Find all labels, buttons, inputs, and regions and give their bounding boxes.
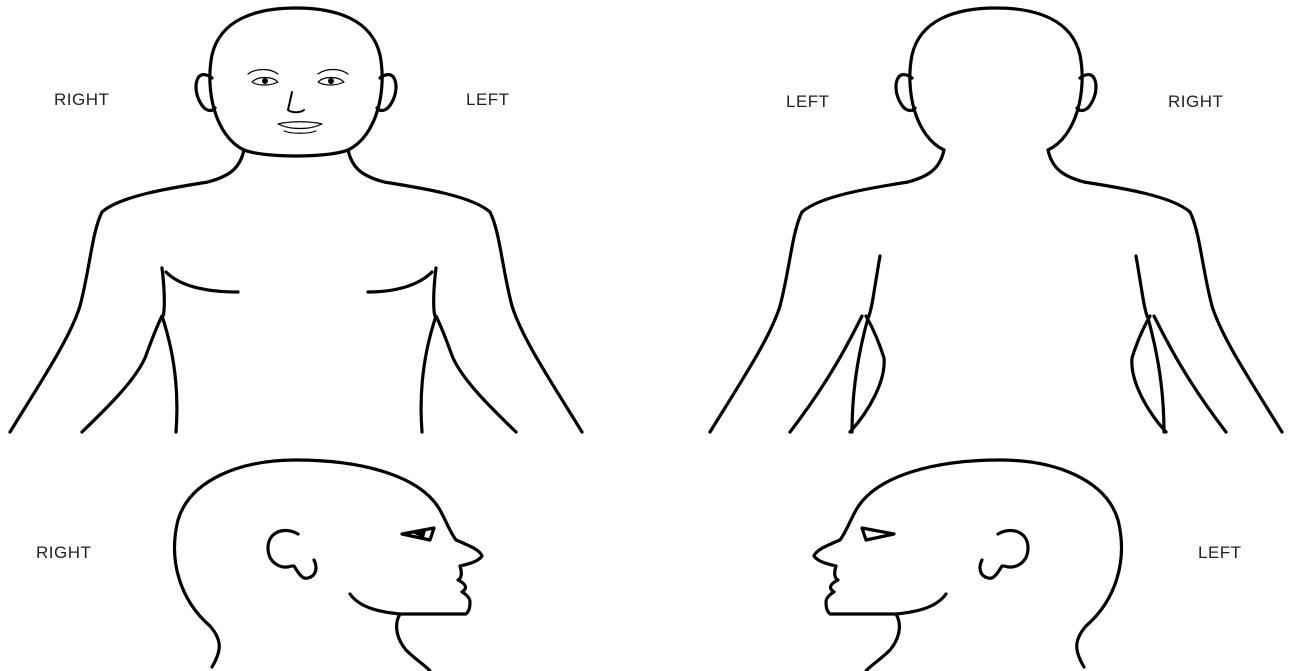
back-view: LEFT RIGHT [710,8,1282,432]
left-profile-jaw [896,594,946,614]
left-profile-view: LEFT [814,460,1242,671]
right-profile-ear [268,530,316,578]
front-label-right: RIGHT [54,90,109,109]
back-body-outline-right [1048,150,1282,432]
back-right-side [1136,256,1164,432]
left-profile-label: LEFT [1198,543,1242,562]
left-profile-eye [862,528,894,540]
front-left-pupil [328,78,334,84]
front-right-inner-arm [82,316,162,432]
back-head-outline [910,8,1082,150]
front-label-left: LEFT [466,90,510,109]
front-view: RIGHT LEFT [10,8,582,432]
front-nose [288,92,304,112]
front-right-brow [248,70,278,75]
right-profile-label: RIGHT [36,543,91,562]
left-profile-head-outline [814,460,1121,671]
front-mouth [278,122,322,134]
right-profile-head-outline [175,460,482,671]
back-left-side [852,256,880,432]
front-left-chest [368,272,432,292]
back-label-left: LEFT [786,92,830,111]
right-profile-view: RIGHT [36,460,482,671]
front-right-chest [166,272,238,292]
back-label-right: RIGHT [1168,92,1223,111]
front-right-side [162,268,177,432]
front-head-outline [210,8,382,156]
left-profile-ear [980,530,1028,578]
front-left-side [421,268,436,432]
back-body-outline-left [710,150,944,432]
front-left-inner-arm [436,316,516,432]
front-right-pupil [262,78,268,84]
right-profile-jaw [350,594,400,614]
front-left-brow [318,70,348,75]
